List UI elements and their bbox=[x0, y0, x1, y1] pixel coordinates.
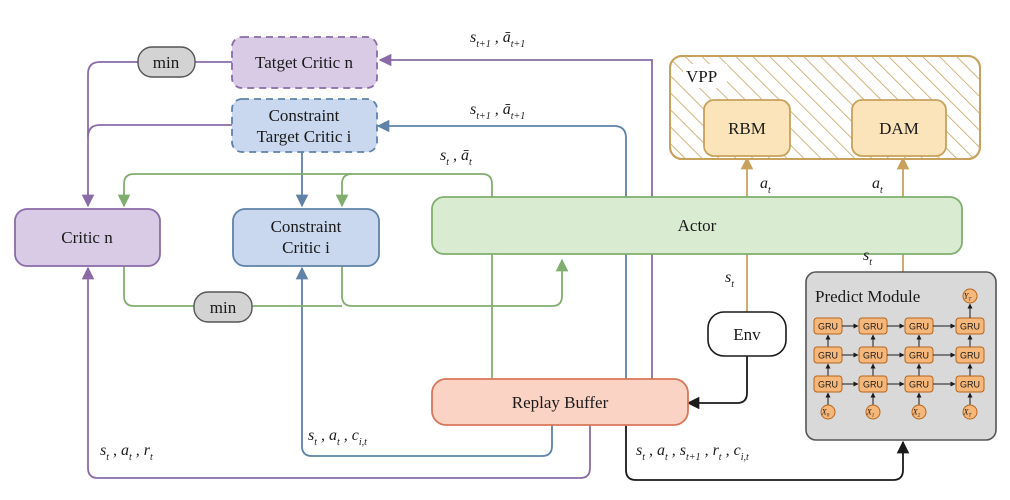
min-top-node: min bbox=[137, 46, 196, 78]
gru-grid: GRU GRU GRU GRU GRU GRU GRU GRU GRU GRU GRU GRU X0 X1… bbox=[813, 288, 985, 420]
gru-cell-label: GRU bbox=[863, 351, 883, 361]
gru-input-node bbox=[911, 404, 927, 420]
gru-input-label: X0 bbox=[821, 408, 830, 419]
label-s-a-s-r-c: st , at , st+1 , rt , ci,t bbox=[636, 442, 749, 463]
arrow-constraint-critic-to-actor bbox=[341, 258, 569, 307]
dam-node: DAM bbox=[851, 99, 947, 157]
arrow-buffer-to-constraint-target bbox=[376, 119, 627, 380]
actor-node: Actor bbox=[431, 196, 963, 255]
arrow-critic-n-to-min bbox=[123, 266, 194, 307]
min-top-label: min bbox=[153, 53, 180, 72]
env-node: Env bbox=[707, 311, 787, 357]
gru-cell-label: GRU bbox=[909, 380, 929, 390]
label-s-t1-a-t1-purple: st+1 , āt+1 bbox=[470, 29, 525, 50]
label-s-a-r: st , at , rt bbox=[100, 442, 153, 463]
rbm-label: RBM bbox=[728, 119, 766, 138]
gru-cell-label: GRU bbox=[863, 322, 883, 332]
gru-cell-label: GRU bbox=[818, 351, 838, 361]
arrow-buffer-to-constraint-critic bbox=[295, 266, 553, 457]
gru-input-label: X2 bbox=[912, 408, 921, 419]
gru-input-label: X1 bbox=[866, 408, 874, 419]
replay-buffer-label: Replay Buffer bbox=[512, 393, 609, 412]
gru-input-node bbox=[820, 404, 836, 420]
actor-label: Actor bbox=[678, 216, 717, 235]
gru-cell-label: GRU bbox=[960, 322, 980, 332]
predict-module-label: Predict Module bbox=[815, 287, 920, 306]
min-bottom-label: min bbox=[210, 298, 237, 317]
constraint-critic-label-1: Constraint bbox=[271, 217, 342, 236]
arrow-constraint-target-to-critic-n bbox=[87, 124, 232, 138]
gru-input-label: XT bbox=[963, 408, 973, 419]
gru-cell bbox=[955, 375, 985, 393]
label-s-t-abar-t: st , āt bbox=[440, 147, 472, 168]
gru-cell-label: GRU bbox=[909, 322, 929, 332]
arrow-buffer-to-predict bbox=[625, 425, 910, 481]
gru-output-node bbox=[962, 288, 978, 304]
arrow-buffer-to-critics-green bbox=[117, 173, 493, 380]
arrow-buffer-to-target-critic bbox=[378, 53, 653, 380]
gru-input-node bbox=[865, 404, 881, 420]
env-label: Env bbox=[733, 325, 761, 344]
target-critic-n-label: Tatget Critic n bbox=[255, 53, 353, 72]
label-a-t-dam: at bbox=[872, 175, 883, 196]
label-a-t-rbm: at bbox=[760, 175, 771, 196]
gru-cell-label: GRU bbox=[960, 380, 980, 390]
constraint-target-critic-label-2: Target Critic i bbox=[257, 127, 352, 146]
critic-n-label: Critic n bbox=[61, 228, 113, 247]
rbm-node: RBM bbox=[703, 99, 791, 157]
arrow-green-branch-to-constraint-critic bbox=[335, 173, 353, 208]
constraint-critic-node: Constraint Critic i bbox=[232, 208, 380, 267]
constraint-target-critic-node: Constraint Target Critic i bbox=[231, 98, 378, 153]
gru-cell-label: GRU bbox=[909, 351, 929, 361]
vpp-label: VPP bbox=[686, 67, 717, 86]
replay-buffer-node: Replay Buffer bbox=[431, 378, 689, 426]
dam-label: DAM bbox=[879, 119, 919, 138]
gru-cell-label: GRU bbox=[863, 380, 883, 390]
label-s-t-env: st bbox=[725, 269, 734, 290]
label-s-t1-a-t1-blue: st+1 , āt+1 bbox=[470, 101, 525, 122]
gru-output-label: YT bbox=[964, 292, 972, 303]
gru-cell bbox=[955, 346, 985, 364]
arrow-min-to-critic-n bbox=[81, 61, 138, 208]
label-s-a-c: st , at , ci,t bbox=[308, 427, 367, 448]
gru-cell-label: GRU bbox=[818, 322, 838, 332]
gru-cell-label: GRU bbox=[818, 380, 838, 390]
gru-cell-label: GRU bbox=[960, 351, 980, 361]
target-critic-n-node: Tatget Critic n bbox=[231, 36, 378, 89]
constraint-target-critic-label-1: Constraint bbox=[269, 106, 340, 125]
label-s-t-predict: st bbox=[863, 247, 872, 268]
gru-input-node bbox=[962, 404, 978, 420]
arrow-buffer-to-critic-n bbox=[81, 266, 591, 479]
min-bottom-node: min bbox=[193, 291, 253, 323]
constraint-critic-label-2: Critic i bbox=[282, 238, 330, 257]
arrow-env-to-buffer bbox=[686, 356, 748, 410]
critic-n-node: Critic n bbox=[14, 208, 161, 267]
